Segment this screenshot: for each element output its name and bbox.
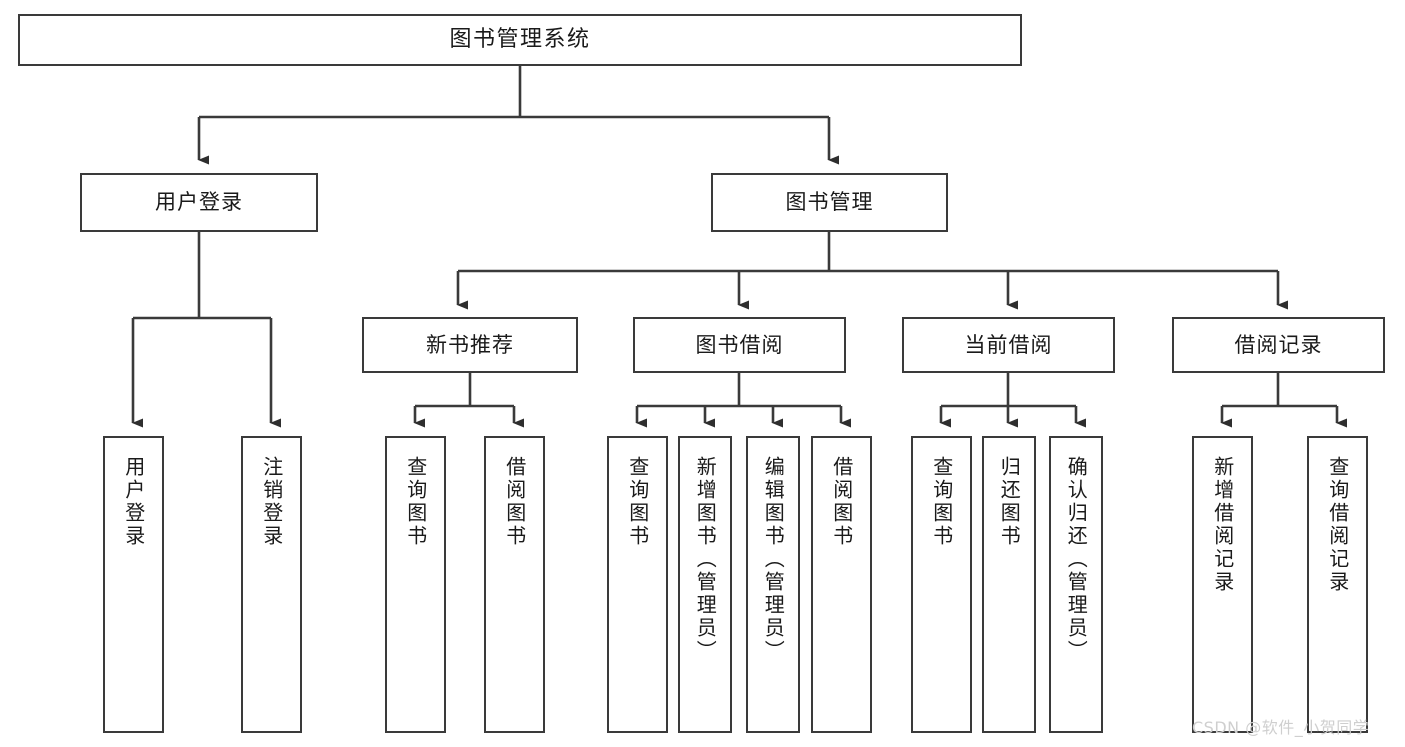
node-label: 新增借阅记录 — [1210, 456, 1235, 594]
leaf-edit-book-admin[interactable]: 编辑图书（管理员） — [746, 436, 800, 733]
node-new-book-recommend[interactable]: 新书推荐 — [362, 317, 578, 373]
leaf-confirm-return-admin[interactable]: 确认归还（管理员） — [1049, 436, 1103, 733]
node-label: 查询图书 — [929, 456, 954, 548]
node-label: 图书借阅 — [695, 332, 784, 357]
leaf-borrow-book[interactable]: 借阅图书 — [811, 436, 872, 733]
node-label: 确认归还（管理员） — [1064, 456, 1089, 663]
node-label: 当前借阅 — [964, 332, 1053, 357]
node-label: 用户登录 — [121, 456, 146, 548]
node-label: 查询借阅记录 — [1325, 456, 1350, 594]
node-label: 新书推荐 — [426, 332, 514, 357]
leaf-query-borrow-record[interactable]: 查询借阅记录 — [1307, 436, 1368, 733]
node-label: 编辑图书（管理员） — [761, 456, 786, 663]
leaf-borrow-book-recommend[interactable]: 借阅图书 — [484, 436, 545, 733]
leaf-logout[interactable]: 注销登录 — [241, 436, 302, 733]
node-label: 新增图书（管理员） — [693, 456, 718, 663]
node-label: 归还图书 — [997, 456, 1022, 548]
node-label: 用户登录 — [155, 190, 243, 215]
leaf-user-login[interactable]: 用户登录 — [103, 436, 164, 733]
node-current-borrow[interactable]: 当前借阅 — [902, 317, 1115, 373]
node-label: 图书管理系统 — [449, 27, 591, 53]
node-label: 图书管理 — [785, 190, 874, 215]
node-label: 借阅记录 — [1234, 332, 1323, 357]
node-user-login[interactable]: 用户登录 — [80, 173, 318, 232]
leaf-query-book-borrow[interactable]: 查询图书 — [607, 436, 668, 733]
node-borrow-record[interactable]: 借阅记录 — [1172, 317, 1385, 373]
node-root[interactable]: 图书管理系统 — [18, 14, 1022, 66]
leaf-add-book-admin[interactable]: 新增图书（管理员） — [678, 436, 732, 733]
leaf-query-book-current[interactable]: 查询图书 — [911, 436, 972, 733]
node-label: 注销登录 — [259, 456, 284, 548]
node-label: 查询图书 — [403, 456, 428, 548]
leaf-query-book-recommend[interactable]: 查询图书 — [385, 436, 446, 733]
watermark: CSDN @软件_小贺同学 — [1192, 718, 1370, 737]
node-label: 借阅图书 — [829, 456, 854, 548]
node-label: 查询图书 — [625, 456, 650, 548]
leaf-add-borrow-record[interactable]: 新增借阅记录 — [1192, 436, 1253, 733]
leaf-return-book[interactable]: 归还图书 — [982, 436, 1036, 733]
node-label: 借阅图书 — [502, 456, 527, 548]
node-book-borrow[interactable]: 图书借阅 — [633, 317, 846, 373]
node-book-management[interactable]: 图书管理 — [711, 173, 948, 232]
